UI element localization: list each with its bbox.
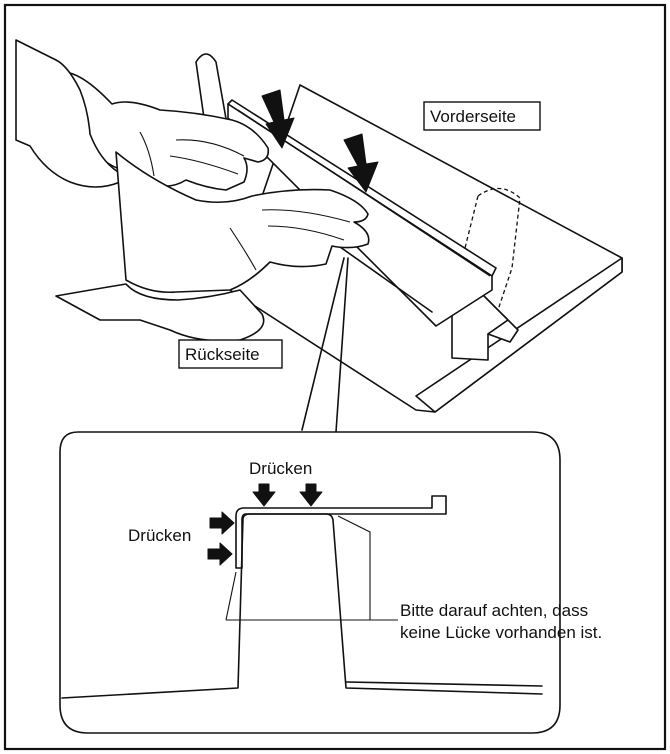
press-side-label: Drücken — [128, 526, 191, 545]
outer-frame — [3, 3, 667, 751]
down-arrow-icon — [343, 133, 379, 193]
section-rail — [235, 495, 447, 569]
section-block-base — [345, 681, 543, 687]
callout-frame — [59, 431, 561, 734]
note-line-1: Bitte darauf achten, dass — [400, 601, 588, 620]
right-hand-lower-finger-lines — [229, 209, 351, 271]
press-top-label: Drücken — [249, 459, 312, 478]
right-arrow-icon — [209, 511, 235, 535]
right-sleeve — [55, 283, 265, 342]
front-label: Vorderseite — [423, 101, 541, 131]
down-arrow-icon — [261, 89, 295, 149]
note-line-2: keine Lücke vorhanden ist. — [400, 623, 602, 642]
note-leader-left — [225, 571, 237, 621]
foot-block-side — [487, 319, 519, 343]
callout-lead-left — [301, 257, 345, 431]
back-label: Rückseite — [178, 339, 283, 369]
front-label-text: Vorderseite — [430, 107, 516, 126]
note-leader-right — [337, 515, 371, 620]
down-arrow-icon — [299, 483, 323, 507]
right-arrow-icon — [207, 542, 233, 566]
back-label-text: Rückseite — [185, 345, 260, 364]
left-sleeve — [15, 39, 121, 188]
base-plate-edge — [415, 257, 623, 413]
detail-callout: Drücken Drücken Bitte darauf achten, das… — [59, 431, 602, 734]
left-hand-upper-finger-lines — [139, 131, 245, 177]
upper-illustration — [15, 39, 623, 433]
down-arrow-icon — [252, 483, 276, 507]
right-hand-lower — [115, 151, 370, 294]
callout-lead-right — [335, 257, 349, 433]
